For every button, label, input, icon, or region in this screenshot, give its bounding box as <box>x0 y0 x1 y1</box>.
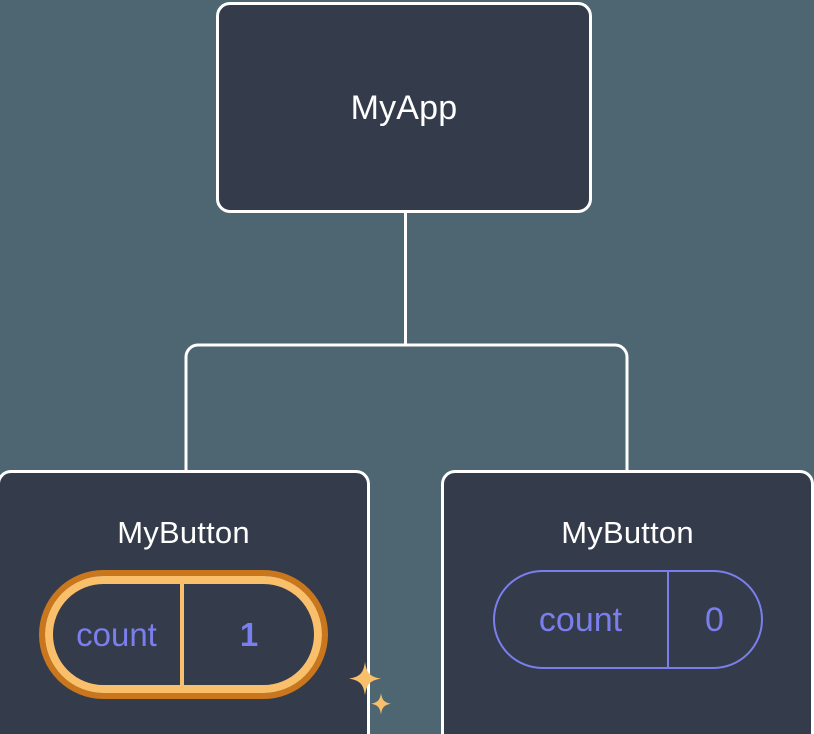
node-child-left[interactable]: MyButton count 1 <box>0 470 391 734</box>
state-pill-plain[interactable]: count 0 <box>492 570 763 669</box>
node-root-title: MyApp <box>350 88 458 127</box>
sparkle-large-icon <box>349 662 381 696</box>
node-child-right-title: MyButton <box>561 515 694 550</box>
connector-branch-left <box>184 343 406 472</box>
node-child-left-title: MyButton <box>117 515 250 550</box>
connector-branch-right <box>405 343 629 472</box>
state-pill-inner-ring: count 1 <box>45 576 322 693</box>
sparkle-icon <box>349 662 391 715</box>
state-key-label: count <box>76 616 157 653</box>
state-value-label: 0 <box>666 572 761 667</box>
state-pill-highlighted[interactable]: count 1 <box>39 570 328 699</box>
node-child-right[interactable]: MyButton count 0 <box>441 470 814 734</box>
node-root[interactable]: MyApp <box>216 2 592 213</box>
state-pill-wrap-right: count 0 <box>492 570 763 669</box>
state-value-label: 1 <box>180 584 314 685</box>
state-key-label: count <box>538 600 623 639</box>
sparkle-small-icon <box>371 693 391 715</box>
state-pill-wrap-left: count 1 <box>39 570 391 715</box>
